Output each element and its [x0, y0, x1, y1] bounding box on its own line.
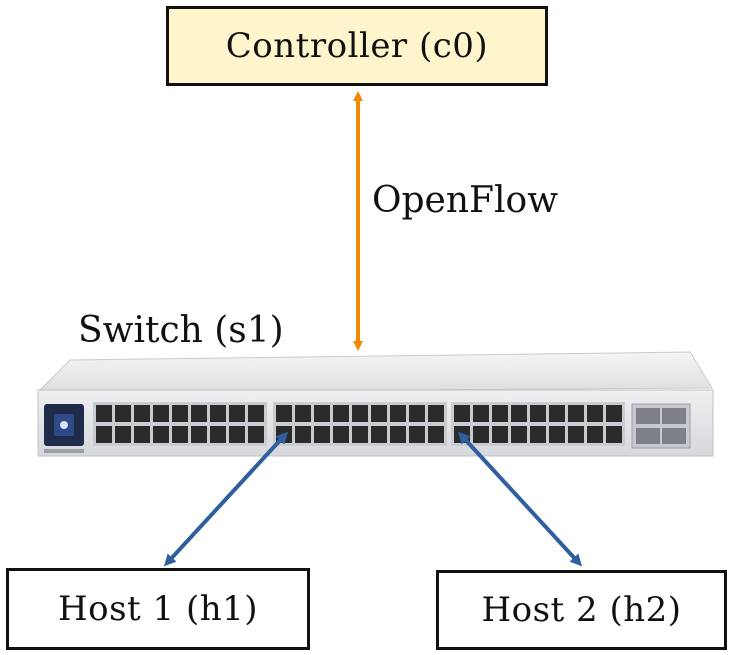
ethernet-port — [409, 405, 425, 422]
ethernet-port — [587, 405, 603, 422]
ethernet-port — [511, 426, 527, 443]
ethernet-port — [229, 405, 245, 422]
ethernet-port — [530, 426, 546, 443]
ethernet-port — [454, 405, 470, 422]
sfp-ports — [631, 403, 691, 449]
ethernet-port — [492, 405, 508, 422]
ethernet-port — [115, 426, 131, 443]
ethernet-port — [134, 426, 150, 443]
ethernet-port — [153, 405, 169, 422]
ethernet-port — [295, 405, 311, 422]
ethernet-port — [568, 405, 584, 422]
ethernet-port — [606, 426, 622, 443]
ethernet-port — [153, 426, 169, 443]
ethernet-port — [191, 426, 207, 443]
host1-link — [163, 431, 289, 567]
ethernet-port — [333, 426, 349, 443]
ethernet-port — [96, 405, 112, 422]
openflow-link-label: OpenFlow — [372, 180, 559, 221]
ethernet-port — [390, 426, 406, 443]
ethernet-port — [210, 426, 226, 443]
ethernet-port — [428, 405, 444, 422]
ethernet-port — [549, 405, 565, 422]
ethernet-port — [276, 405, 292, 422]
ethernet-port — [371, 426, 387, 443]
ethernet-port — [248, 405, 264, 422]
host2-node: Host 2 (h2) — [436, 570, 727, 650]
host2-label: Host 2 (h2) — [481, 590, 682, 630]
ethernet-port — [333, 405, 349, 422]
ethernet-port — [172, 426, 188, 443]
controller-label: Controller (c0) — [225, 26, 489, 66]
ethernet-port — [428, 426, 444, 443]
ethernet-port — [191, 405, 207, 422]
ethernet-port — [314, 426, 330, 443]
ethernet-port — [314, 405, 330, 422]
host2-link — [457, 431, 583, 567]
ethernet-port — [134, 405, 150, 422]
ethernet-port — [473, 426, 489, 443]
ethernet-port — [473, 405, 489, 422]
ethernet-port — [568, 426, 584, 443]
ethernet-port — [549, 426, 565, 443]
ethernet-port — [409, 426, 425, 443]
ethernet-port — [248, 426, 264, 443]
ethernet-port — [172, 405, 188, 422]
ethernet-port — [492, 426, 508, 443]
ethernet-port — [115, 405, 131, 422]
switch-ports — [93, 402, 625, 446]
ethernet-port — [229, 426, 245, 443]
switch-label: Switch (s1) — [78, 310, 284, 351]
switch-device — [36, 351, 714, 457]
ethernet-port — [530, 405, 546, 422]
host1-label: Host 1 (h1) — [57, 589, 259, 629]
ethernet-port — [390, 405, 406, 422]
ethernet-port — [511, 405, 527, 422]
ethernet-port — [371, 405, 387, 422]
ethernet-port — [587, 426, 603, 443]
ethernet-port — [352, 426, 368, 443]
ethernet-port — [352, 405, 368, 422]
ethernet-port — [606, 405, 622, 422]
host1-node: Host 1 (h1) — [6, 568, 310, 650]
ethernet-port — [96, 426, 112, 443]
ethernet-port — [295, 426, 311, 443]
ethernet-port — [210, 405, 226, 422]
controller-node: Controller (c0) — [166, 6, 548, 86]
